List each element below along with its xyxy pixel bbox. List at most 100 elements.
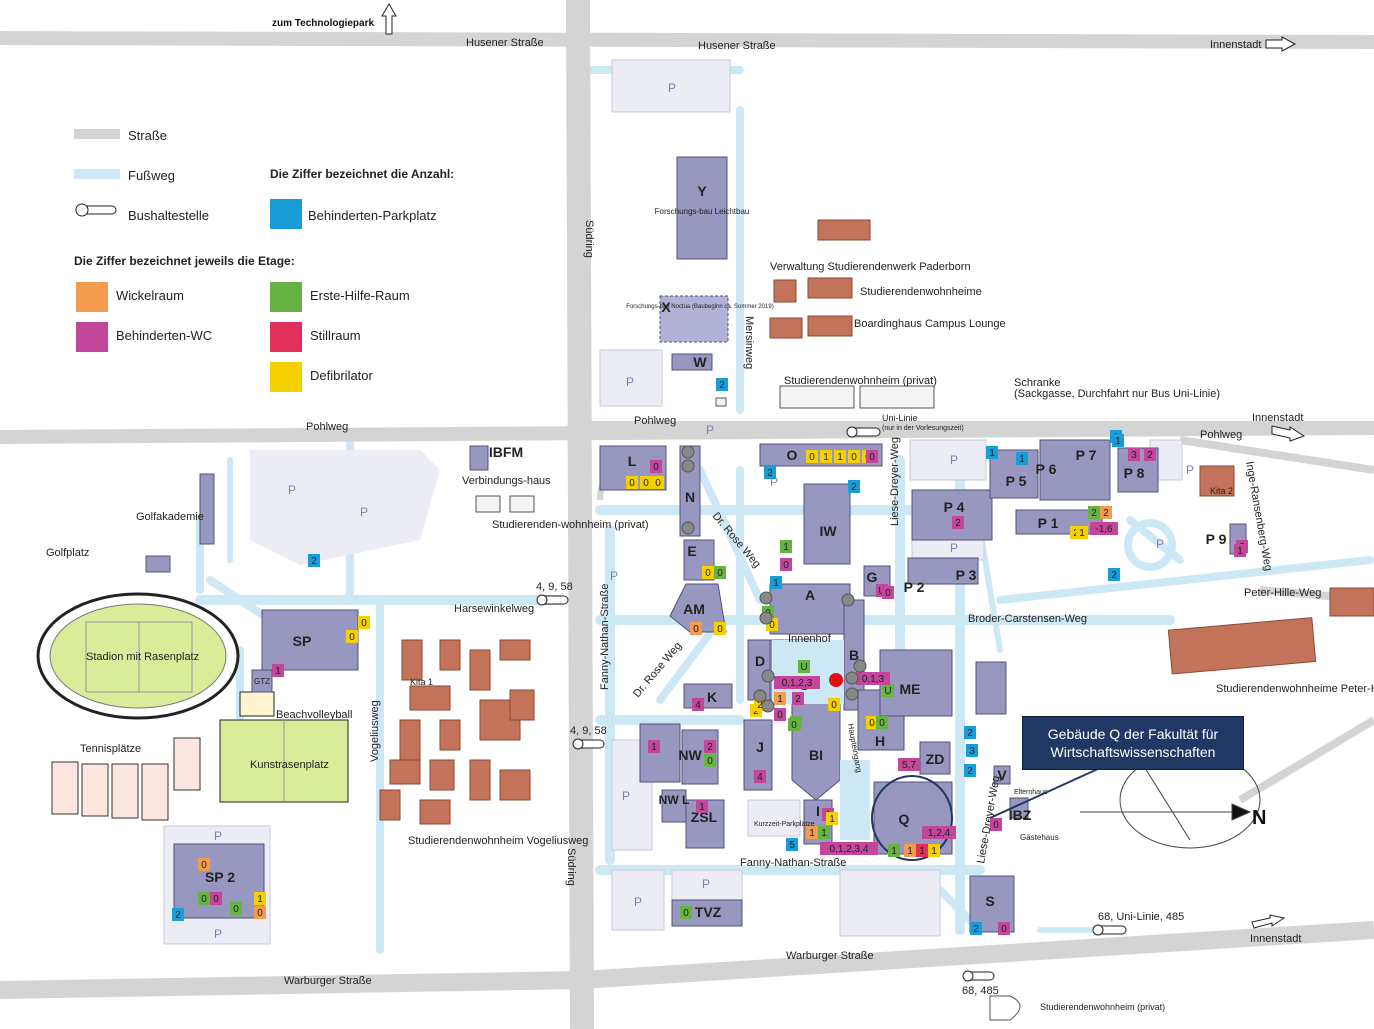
building-gtz: GTZ xyxy=(254,677,270,686)
badge-label: 1 xyxy=(777,694,783,705)
badge-label: U xyxy=(800,662,807,673)
badge-behinderten-parkplatz xyxy=(786,838,798,851)
badge-erste-hilfe xyxy=(1088,506,1100,519)
badge-defibrilator xyxy=(820,450,832,463)
street-mersinweg: Mersinweg xyxy=(743,316,755,369)
street-harsewinkelweg: Harsewinkelweg xyxy=(454,603,534,615)
label-tennisplaetze: Tennisplätze xyxy=(80,743,141,755)
badge-label: 0 xyxy=(1001,924,1007,935)
parking-label: P xyxy=(950,453,958,467)
building-p7: P 7 xyxy=(1076,447,1097,463)
badge-erste-hilfe xyxy=(780,540,792,553)
bus-stop-icon-1 xyxy=(536,594,569,606)
label-verbindungshaus: Verbindungs-haus xyxy=(462,475,551,487)
badge-behinderten-parkplatz xyxy=(970,922,982,935)
white-buildings xyxy=(475,385,935,513)
building-p6: P 6 xyxy=(1036,461,1057,477)
innenstadt-top: Innenstadt xyxy=(1210,39,1261,51)
label-kita2: Kita 2 xyxy=(1210,486,1233,496)
badge-label: 0,1,2,3 xyxy=(782,678,813,689)
place-labels: Verwaltung Studierendenwerk Paderborn St… xyxy=(46,261,1374,1021)
building-d: D xyxy=(755,653,765,669)
badge-defibrilator xyxy=(806,450,818,463)
building-p1: P 1 xyxy=(1038,515,1059,531)
direction-labels: zum Technologiepark Innenstadt Innenstad… xyxy=(272,3,1306,945)
badge-label: 2 xyxy=(719,380,725,391)
building-p2: P 2 xyxy=(904,579,925,595)
street-suedring-top: Südring xyxy=(583,220,595,258)
parking-label: P xyxy=(622,789,630,803)
label-golfakademie: Golfakademie xyxy=(136,511,204,523)
badge-label: 1 xyxy=(257,894,263,905)
label-kita1: Kita 1 xyxy=(410,677,433,687)
parking-label: P xyxy=(1156,537,1164,551)
badge-label: 1 xyxy=(783,542,789,553)
badge-wickelraum xyxy=(1100,506,1112,519)
badge-erste-hilfe xyxy=(788,718,800,731)
badge-label: 2 xyxy=(753,706,759,717)
changing-room-icon xyxy=(76,282,108,312)
building-am: AM xyxy=(683,601,705,617)
bus-stops: 4, 9, 58 4, 9, 58 Uni-Linie (nur in der … xyxy=(536,413,1184,997)
badge-label: 2 xyxy=(1111,570,1117,581)
junction-dots xyxy=(681,445,867,713)
label-beachvolleyball: Beachvolleyball xyxy=(276,709,352,721)
badge-label: 0 xyxy=(361,618,367,629)
street-pohlweg-right: Pohlweg xyxy=(1200,429,1242,441)
building-q: Q xyxy=(899,811,910,827)
street-broder: Broder-Carstensen-Weg xyxy=(968,613,1087,625)
badge-behinderten-parkplatz xyxy=(848,480,860,493)
building-h: H xyxy=(875,733,885,749)
badge-label: 1 xyxy=(829,814,835,825)
badge-erste-hilfe xyxy=(230,902,242,915)
facility-badges: 0000011000221112122225232110000000UUU0,1… xyxy=(172,378,1248,935)
street-warburger-mid: Warburger Straße xyxy=(786,950,874,962)
label-golfplatz: Golfplatz xyxy=(46,547,89,559)
legend-changing-room-label: Wickelraum xyxy=(116,288,184,303)
building-ibz: IBZ xyxy=(1009,807,1032,823)
badge-label: 1 xyxy=(931,846,937,857)
badge-label: 1 xyxy=(699,802,705,813)
badge-wickelraum xyxy=(690,622,702,635)
building-k: K xyxy=(707,689,717,705)
badge-stillraum xyxy=(916,844,928,857)
badge-defibrilator xyxy=(358,616,370,629)
badge-label: 4 xyxy=(695,700,701,711)
badge-behinderten-wc xyxy=(1234,544,1246,557)
building-p5: P 5 xyxy=(1006,473,1027,489)
badge-defibrilator xyxy=(866,716,878,729)
parking-label: P xyxy=(668,81,676,95)
building-q-highlight xyxy=(871,775,953,861)
badge-behinderten-parkplatz xyxy=(964,726,976,739)
badge-erste-hilfe xyxy=(882,684,894,697)
badge-erste-hilfe xyxy=(198,892,210,905)
badge-label: 2 xyxy=(967,728,973,739)
bus-stop-2-lines: 4, 9, 58 xyxy=(570,725,607,737)
badge-label: 0 xyxy=(655,478,661,489)
badge-behinderten-wc xyxy=(696,800,708,813)
badge-defibrilator xyxy=(626,476,638,489)
building-s: S xyxy=(985,893,994,909)
legend-bus-label: Bushaltestelle xyxy=(128,208,209,223)
badge-behinderten-wc xyxy=(882,586,894,599)
badge-label: 4 xyxy=(757,772,763,783)
badge-label: 1 xyxy=(823,452,829,463)
building-j: J xyxy=(756,739,764,755)
building-me: ME xyxy=(900,681,921,697)
building-x: X xyxy=(661,299,671,315)
badge-defibrilator xyxy=(640,476,652,489)
badge-label: 0 xyxy=(213,894,219,905)
to-technologiepark: zum Technologiepark xyxy=(272,18,374,29)
badge-label: 0 xyxy=(201,860,207,871)
innenstadt-bottom: Innenstadt xyxy=(1250,933,1301,945)
building-zd: ZD xyxy=(926,751,945,767)
badge-defibrilator xyxy=(346,630,358,643)
legend-street-label: Straße xyxy=(128,128,167,143)
badge-label: 0 xyxy=(683,908,689,919)
badge-label: U xyxy=(884,686,891,697)
badge-label: 1 xyxy=(1079,528,1085,539)
bus-stop-5-lines: 68, 485 xyxy=(962,985,999,997)
arrow-right-icon-2 xyxy=(1271,425,1306,442)
street-husener-mid: Husener Straße xyxy=(698,40,776,52)
